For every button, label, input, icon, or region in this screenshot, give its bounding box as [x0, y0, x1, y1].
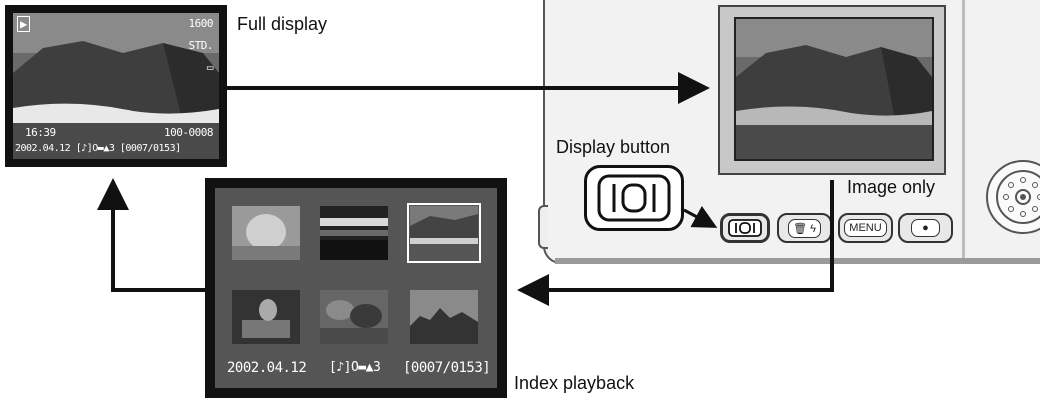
image-only-label: Image only: [847, 177, 936, 197]
thumbnail: [410, 290, 478, 344]
delete-flash-button[interactable]: 🗑 ϟ: [777, 213, 832, 243]
info-line: 2002.04.12 [♪]O▬▲3 [0007/0153]: [15, 143, 181, 154]
full-display-label: Full display: [237, 14, 328, 34]
iso-readout: 1600: [188, 17, 214, 30]
index-panel: 2002.04.12 [♪]O▬▲3 [0007/0153]: [215, 188, 497, 388]
camera-grip-edge: [962, 0, 965, 258]
trash-flash-icon: 🗑 ϟ: [788, 218, 821, 238]
display-icon: [597, 174, 671, 222]
display-button-callout: [584, 165, 684, 231]
controller-dial[interactable]: [986, 160, 1040, 234]
thumbnail-selected: [407, 203, 481, 263]
lcd-photo: [736, 19, 932, 159]
strap-lug: [538, 205, 548, 249]
arrow-index-to-full: [97, 178, 205, 292]
thumbnail: [232, 290, 300, 344]
display-button-label: Display button: [556, 137, 671, 157]
camera-bottom-edge: [555, 258, 1040, 264]
thumbnail: [320, 206, 388, 260]
callout-pointer: [683, 205, 718, 228]
file-number-readout: 100-0008: [164, 126, 213, 139]
menu-button-label: MENU: [844, 219, 887, 237]
dial-icon: [996, 170, 1040, 224]
thumbnail: [320, 290, 388, 344]
index-status-icons: [♪]O▬▲3: [329, 360, 381, 375]
thumbnail: [232, 206, 300, 260]
record-dot-icon: ●: [911, 219, 940, 237]
record-button[interactable]: ●: [898, 213, 953, 243]
quality-readout: STD.: [188, 39, 214, 52]
battery-icon: ▭: [206, 61, 214, 74]
index-counter: [0007/0153]: [403, 360, 491, 376]
camera-lcd: [734, 17, 934, 161]
display-button-icon: [728, 219, 762, 237]
menu-button[interactable]: MENU: [838, 213, 893, 243]
coastal-photo: [13, 13, 219, 159]
full-display-screen: ▶ 1600 STD. ▭ 16:39 100-0008 2002.04.12 …: [5, 5, 227, 167]
index-playback-screen: 2002.04.12 [♪]O▬▲3 [0007/0153]: [205, 178, 507, 398]
time-readout: 16:39: [25, 126, 56, 139]
arrow-image-only-to-index: [517, 180, 834, 306]
index-date: 2002.04.12: [227, 360, 307, 376]
playback-mode-icon: ▶: [17, 16, 30, 32]
display-button[interactable]: [720, 213, 770, 243]
index-playback-label: Index playback: [514, 373, 635, 393]
full-display-photo: ▶ 1600 STD. ▭ 16:39 100-0008 2002.04.12 …: [13, 13, 219, 159]
